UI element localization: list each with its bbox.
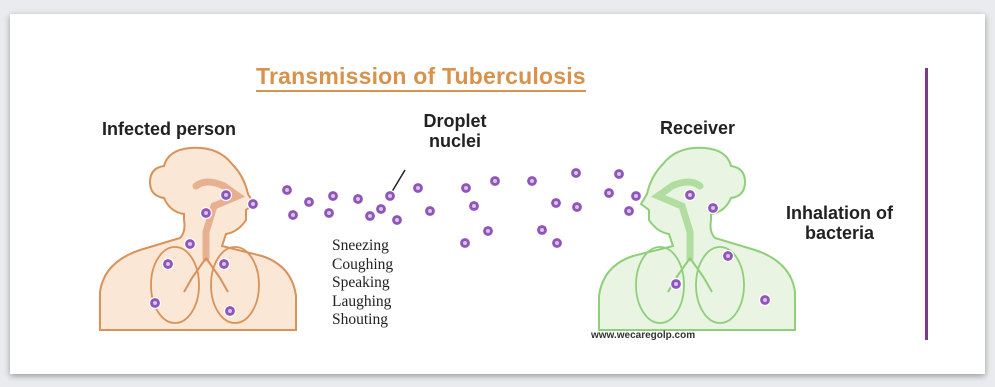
droplet-core (530, 179, 534, 183)
droplet-core (204, 211, 208, 215)
inhalation-label-line2: bacteria (757, 223, 922, 243)
droplet-core (388, 194, 392, 198)
droplet-core (688, 193, 692, 197)
droplet-core (395, 218, 399, 222)
droplet-core (493, 179, 497, 183)
infected-person-label: Infected person (102, 119, 236, 139)
droplet-core (356, 197, 360, 201)
droplet-core (763, 298, 767, 302)
droplet-core (166, 262, 170, 266)
droplet-core (368, 214, 372, 218)
inhalation-label-line1: Inhalation of (757, 203, 922, 223)
droplet-core (379, 207, 383, 211)
transmission-actions-list: Sneezing Coughing Speaking Laughing Shou… (332, 237, 393, 330)
droplet-core (222, 262, 226, 266)
droplet-core (463, 241, 467, 245)
droplet-core (575, 205, 579, 209)
droplet-core (428, 209, 432, 213)
infected-person-outline (100, 148, 296, 330)
droplet-core (291, 213, 295, 217)
droplet-core (307, 200, 311, 204)
infected-person-figure (100, 148, 296, 330)
droplet-core (555, 241, 559, 245)
droplet-core (285, 188, 289, 192)
droplet-core (251, 202, 255, 206)
droplet-core (153, 301, 157, 305)
droplet-core (472, 204, 476, 208)
divider-line (925, 68, 928, 340)
droplet-label-line2: nuclei (401, 131, 509, 151)
droplet-core (726, 254, 730, 258)
droplet-core (634, 194, 638, 198)
action-item: Shouting (332, 311, 393, 330)
droplet-label-line1: Droplet (401, 111, 509, 131)
droplet-core (188, 242, 192, 246)
droplet-core (574, 171, 578, 175)
action-item: Laughing (332, 293, 393, 312)
action-item: Sneezing (332, 237, 393, 256)
droplet-core (331, 194, 335, 198)
droplet-core (464, 186, 468, 190)
diagram-title: Transmission of Tuberculosis (256, 63, 586, 92)
inhalation-label: Inhalation of bacteria (757, 203, 922, 243)
droplet-core (711, 206, 715, 210)
droplet-core (674, 282, 678, 286)
droplet-core (617, 172, 621, 176)
droplet-core (486, 229, 490, 233)
droplet-core (416, 186, 420, 190)
source-watermark: www.wecaregolp.com (591, 330, 695, 341)
droplet-core (228, 309, 232, 313)
action-item: Coughing (332, 256, 393, 275)
droplet-core (607, 191, 611, 195)
action-item: Speaking (332, 274, 393, 293)
droplet-core (627, 209, 631, 213)
receiver-label: Receiver (660, 118, 735, 138)
droplet-core (554, 201, 558, 205)
droplet-core (327, 211, 331, 215)
droplet-core (540, 228, 544, 232)
droplet-nuclei-label: Droplet nuclei (401, 111, 509, 151)
droplet-core (224, 193, 228, 197)
